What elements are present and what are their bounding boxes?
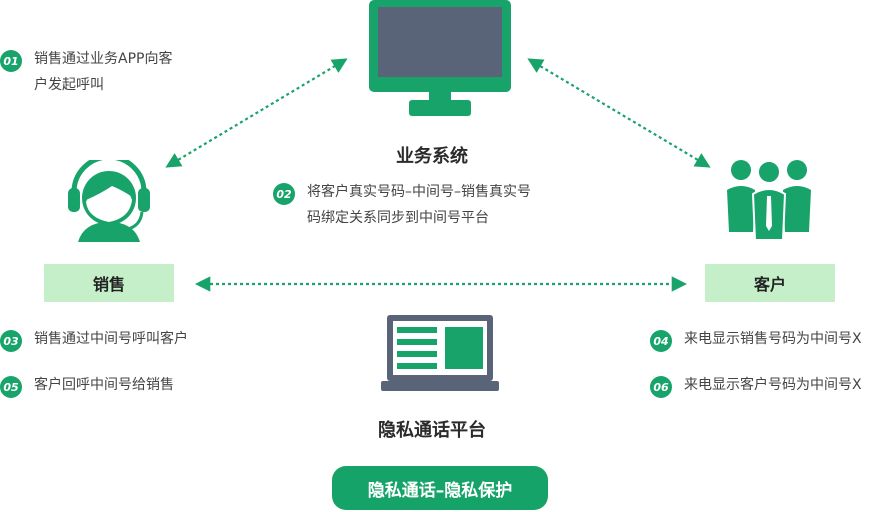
step-01: 销售通过业务APP向客 户发起呼叫 [34, 46, 172, 98]
step-badge-04: 04 [650, 330, 672, 352]
step-04-line1: 来电显示销售号码为中间号X [684, 331, 862, 347]
customer-group-icon [727, 160, 811, 241]
monitor-icon [369, 0, 511, 116]
node-customer: 客户 [705, 264, 835, 302]
step-badge-03: 03 [0, 330, 22, 352]
node-sales: 销售 [44, 264, 174, 302]
step-03-line1: 销售通过中间号呼叫客户 [34, 331, 188, 347]
step-03: 销售通过中间号呼叫客户 [34, 326, 188, 352]
step-05: 客户回呼中间号给销售 [34, 372, 174, 398]
step-02: 将客户真实号码–中间号–销售真实号 码绑定关系同步到中间号平台 [307, 179, 531, 231]
step-02-line1: 将客户真实号码–中间号–销售真实号 [307, 184, 531, 200]
step-badge-05: 05 [0, 376, 22, 398]
step-04: 来电显示销售号码为中间号X [684, 326, 862, 352]
arrow-system-customer [527, 58, 711, 168]
step-02-line2: 码绑定关系同步到中间号平台 [307, 210, 489, 226]
headset-agent-icon [68, 160, 150, 242]
step-06: 来电显示客户号码为中间号X [684, 372, 862, 398]
arrow-sales-system [165, 58, 348, 168]
step-badge-02: 02 [273, 183, 295, 205]
node-business-system: 业务系统 [396, 146, 468, 167]
node-privacy-platform: 隐私通话平台 [378, 420, 486, 441]
laptop-icon [381, 315, 499, 391]
step-06-line1: 来电显示客户号码为中间号X [684, 377, 862, 393]
step-05-line1: 客户回呼中间号给销售 [34, 377, 174, 393]
step-badge-01: 01 [0, 50, 22, 72]
step-01-line1: 销售通过业务APP向客 [34, 51, 173, 67]
step-badge-06: 06 [650, 376, 672, 398]
privacy-protection-banner: 隐私通话–隐私保护 [332, 466, 548, 510]
step-01-line2: 户发起呼叫 [34, 77, 104, 93]
